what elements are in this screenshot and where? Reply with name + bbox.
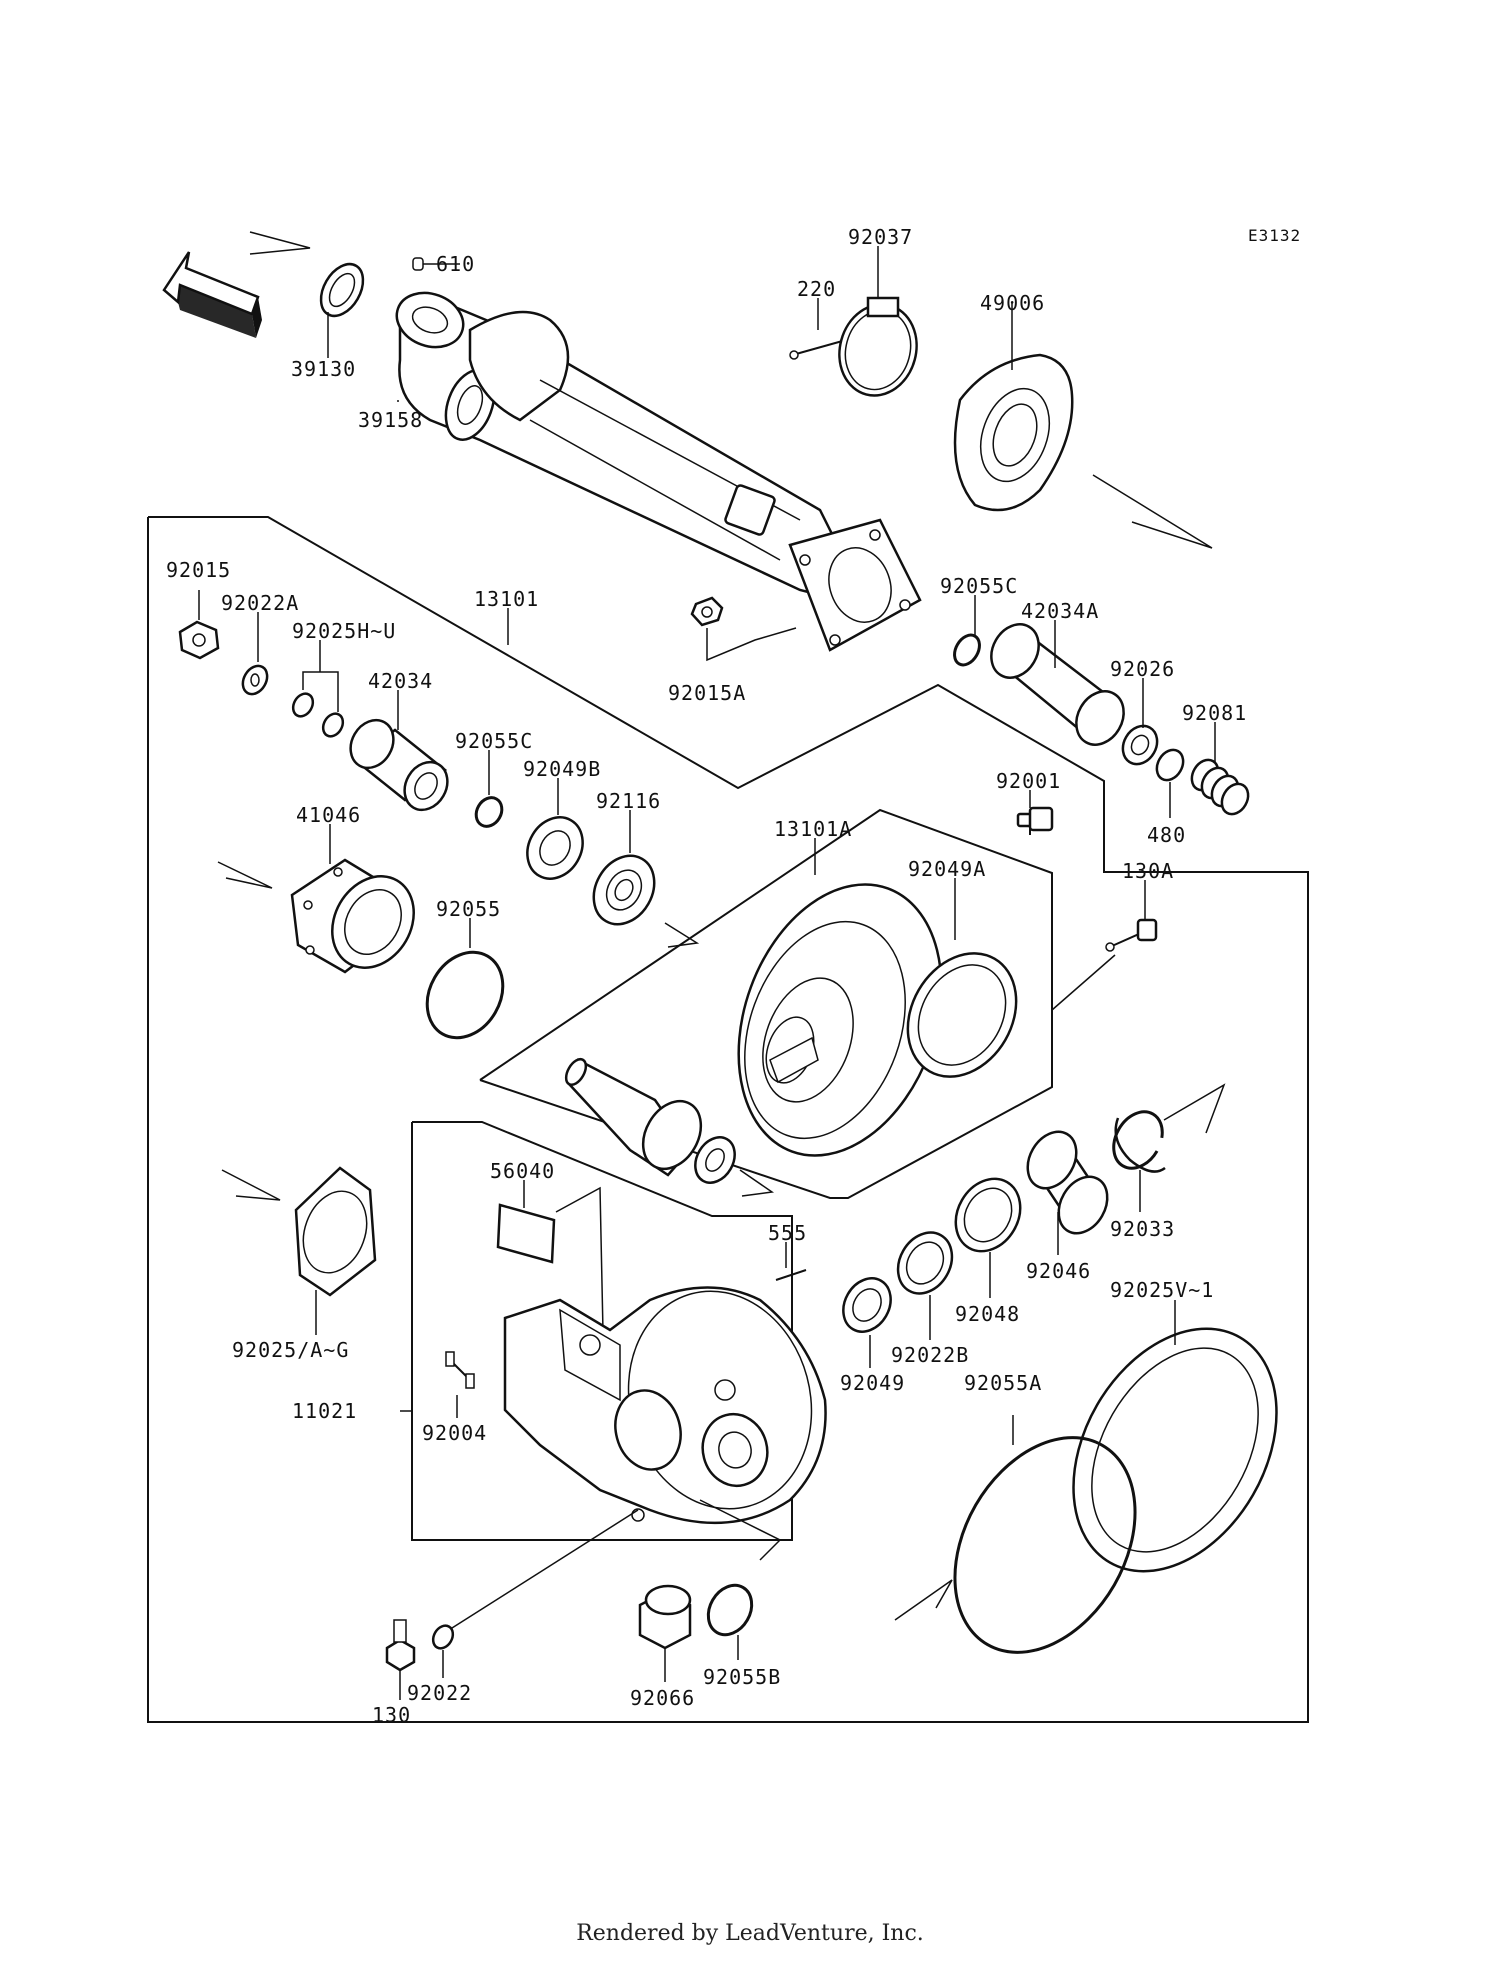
bolt-220: [789, 339, 847, 360]
ring-gear-13101A: [737, 883, 943, 1157]
pinion-gear: [564, 1057, 736, 1184]
pin-610: [412, 257, 424, 271]
oring-92055A: [953, 1436, 1137, 1654]
pin-555: [775, 1269, 807, 1281]
oring-92055C-left: [474, 796, 504, 828]
label-42034[interactable]: 42034: [368, 669, 433, 693]
assembly-box-outline: [147, 516, 1309, 1723]
bolt-92001: [1016, 806, 1054, 835]
label-41046[interactable]: 41046: [296, 803, 361, 827]
clamp-92037: [838, 296, 918, 397]
label-92025V1[interactable]: 92025V~1: [1110, 1278, 1214, 1302]
label-92015A[interactable]: 92015A: [668, 681, 746, 705]
washer-92022: [431, 1624, 455, 1650]
oring-92055B: [706, 1583, 754, 1637]
housing-box: [411, 1121, 793, 1541]
label-92022A[interactable]: 92022A: [221, 591, 299, 615]
circlip-480: [1155, 748, 1185, 782]
label-92055B[interactable]: 92055B: [703, 1665, 781, 1689]
label-92081[interactable]: 92081: [1182, 701, 1247, 725]
nut-92015A: [690, 596, 724, 627]
footer-credit: Rendered by LeadVenture, Inc.: [576, 1921, 924, 1946]
label-92025HU[interactable]: 92025H~U: [292, 619, 396, 643]
label-92116[interactable]: 92116: [596, 789, 661, 813]
pointer-marks: [217, 231, 1226, 1621]
collar-92048: [954, 1177, 1022, 1253]
label-42034A[interactable]: 42034A: [1021, 599, 1099, 623]
seal-92049: [842, 1277, 892, 1333]
label-130[interactable]: 130: [372, 1703, 411, 1727]
label-56040[interactable]: 56040: [490, 1159, 555, 1183]
label-92055C-left[interactable]: 92055C: [455, 729, 533, 753]
oring-92055: [425, 950, 505, 1040]
boot-49006: [953, 353, 1074, 512]
label-11021[interactable]: 11021: [292, 1399, 357, 1423]
gear-case-11021: [503, 1286, 827, 1525]
label-92048[interactable]: 92048: [955, 1302, 1020, 1326]
stud-92004: [445, 1351, 475, 1389]
label-610[interactable]: 610: [436, 252, 475, 276]
label-92049B[interactable]: 92049B: [523, 757, 601, 781]
label-13101A[interactable]: 13101A: [774, 817, 852, 841]
label-220[interactable]: 220: [797, 277, 836, 301]
spline-coupling-42034: [349, 718, 449, 812]
label-92004[interactable]: 92004: [422, 1421, 487, 1445]
label-92033[interactable]: 92033: [1110, 1217, 1175, 1241]
bearing-92116: [592, 854, 656, 926]
label-92055[interactable]: 92055: [436, 897, 501, 921]
seal-92049A: [906, 952, 1018, 1078]
label-92066[interactable]: 92066: [630, 1686, 695, 1710]
oring-92055C-right: [953, 633, 981, 667]
diagram-code: E3132: [1248, 226, 1301, 245]
label-92001[interactable]: 92001: [996, 769, 1061, 793]
bolt-130A: [1105, 918, 1158, 952]
washer-92026: [1121, 724, 1159, 766]
seal-92049B: [526, 816, 584, 880]
spring-92081: [1190, 758, 1250, 816]
label-92022B[interactable]: 92022B: [891, 1343, 969, 1367]
washer-92022A: [241, 664, 269, 696]
sleeve-42034A: [990, 623, 1125, 746]
label-480[interactable]: 480: [1147, 823, 1186, 847]
label-92022[interactable]: 92022: [407, 1681, 472, 1705]
label-92026[interactable]: 92026: [1110, 657, 1175, 681]
bearing-housing-41046: [290, 858, 415, 974]
label-39130[interactable]: 39130: [291, 357, 356, 381]
shims-92025HU: [291, 692, 345, 738]
label-92055A[interactable]: 92055A: [964, 1371, 1042, 1395]
label-56040: [496, 1203, 556, 1264]
driveshaft-housing-39158: [395, 291, 922, 652]
label-49006[interactable]: 49006: [980, 291, 1045, 315]
label-92025AG[interactable]: 92025/A~G: [232, 1338, 349, 1362]
label-555[interactable]: 555: [768, 1221, 807, 1245]
label-92055C-right[interactable]: 92055C: [940, 574, 1018, 598]
label-39158[interactable]: 39158: [358, 408, 423, 432]
label-92037[interactable]: 92037: [848, 225, 913, 249]
gasket-92025AG: [294, 1166, 377, 1297]
nut-92015: [178, 620, 220, 660]
label-13101[interactable]: 13101: [474, 587, 539, 611]
front-arrow-icon: FRONT: [162, 251, 262, 338]
plug-92066: [638, 1584, 692, 1650]
circlip-92033: [1112, 1110, 1166, 1173]
label-92049[interactable]: 92049: [840, 1371, 905, 1395]
bolt-130: [385, 1619, 416, 1672]
label-92046[interactable]: 92046: [1026, 1259, 1091, 1283]
seal-39130: [319, 262, 365, 318]
gasket-92025V1: [1072, 1327, 1278, 1573]
needle-bearing-92046: [1026, 1130, 1109, 1235]
gear-set-box: [479, 808, 1053, 1199]
washer-92022B: [896, 1231, 954, 1295]
label-92049A[interactable]: 92049A: [908, 857, 986, 881]
label-130A[interactable]: 130A: [1122, 859, 1174, 883]
label-92015[interactable]: 92015: [166, 558, 231, 582]
part-labels: 610 39130 39158 92037 220 49006 92015 92…: [166, 225, 1247, 1727]
